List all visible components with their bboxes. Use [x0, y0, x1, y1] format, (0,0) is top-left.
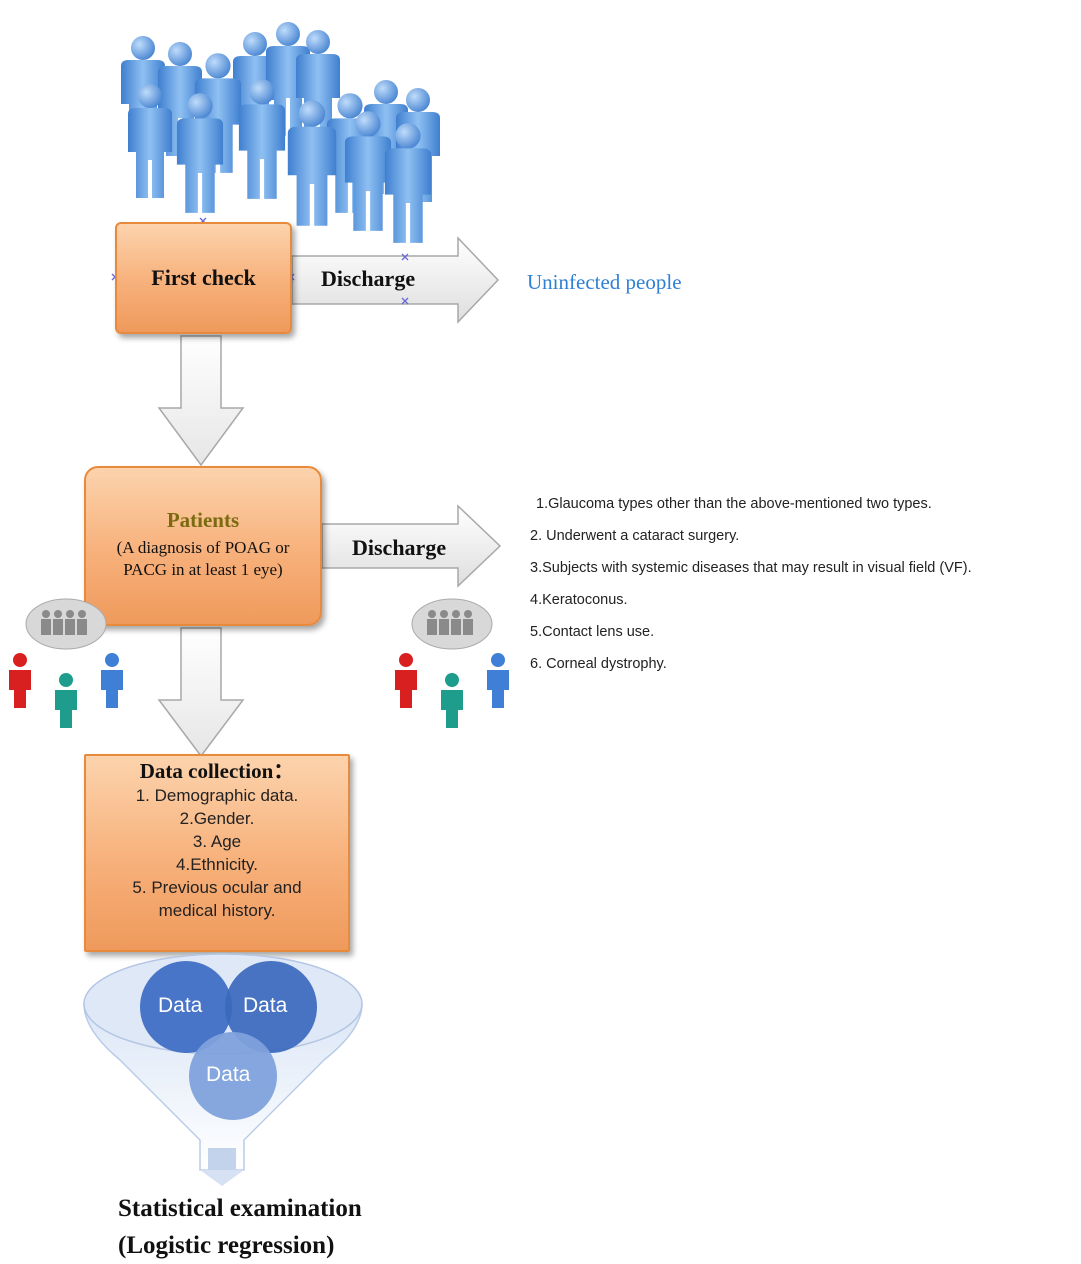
discharge-label-1: Discharge [321, 266, 416, 291]
data-collection-box: Data collection： 1. Demographic data. 2.… [84, 754, 350, 952]
patients-description: (A diagnosis of POAG or PACG in at least… [86, 537, 320, 581]
down-arrow-2 [157, 627, 245, 758]
funnel-data-label: Data [206, 1063, 251, 1086]
data-collection-item: 5. Previous ocular and [132, 878, 302, 897]
discharge-arrow-2 [321, 504, 502, 588]
people-group-icon-left [9, 598, 123, 728]
funnel-data-label: Data [243, 994, 288, 1017]
exclusion-item: 5.Contact lens use. [530, 624, 655, 640]
exclusion-item: 3.Subjects with systemic diseases that m… [530, 560, 972, 576]
data-collection-item: 2.Gender. [179, 809, 255, 828]
person-icon [384, 123, 432, 243]
uninfected-people-label: Uninfected people [527, 270, 682, 294]
patients-title: Patients [166, 508, 240, 532]
exclusion-item: 1.Glaucoma types other than the above-me… [536, 496, 932, 512]
person-icon [128, 84, 172, 198]
first-check-box: First check [115, 222, 292, 334]
funnel-data-label: Data [158, 994, 203, 1017]
stat-line-1: Statistical examination [118, 1195, 362, 1222]
data-collection-title: Data collection： [139, 759, 295, 783]
discharge-arrow-1 [291, 236, 500, 324]
exclusion-item: 2. Underwent a cataract surgery. [530, 528, 740, 544]
patients-box: Patients (A diagnosis of POAG or PACG in… [84, 466, 322, 626]
person-icon [344, 111, 392, 231]
person-icon [176, 93, 224, 213]
discharge-label-2: Discharge [352, 535, 447, 560]
patients-desc-line-2: PACG in at least 1 eye) [123, 560, 283, 579]
person-icon [287, 100, 337, 226]
people-group-icon-right [395, 598, 509, 728]
data-collection-item: 3. Age [192, 832, 242, 851]
exclusion-item: 6. Corneal dystrophy. [530, 656, 667, 672]
patients-desc-line-1: (A diagnosis of POAG or [116, 538, 290, 557]
exclusion-item: 4.Keratoconus. [530, 592, 628, 608]
down-arrow-1 [157, 335, 245, 467]
stat-line-2: (Logistic regression) [118, 1232, 335, 1259]
exclusion-criteria-list: 1.Glaucoma types other than the above-me… [530, 488, 972, 680]
data-collection-item: medical history. [158, 901, 276, 920]
data-collection-item: 1. Demographic data. [135, 786, 299, 805]
statistical-examination-label: Statistical examination (Logistic regres… [118, 1190, 362, 1264]
person-icon [238, 79, 286, 199]
data-collection-item: 4.Ethnicity. [176, 855, 258, 874]
first-check-label: First check [151, 265, 256, 290]
